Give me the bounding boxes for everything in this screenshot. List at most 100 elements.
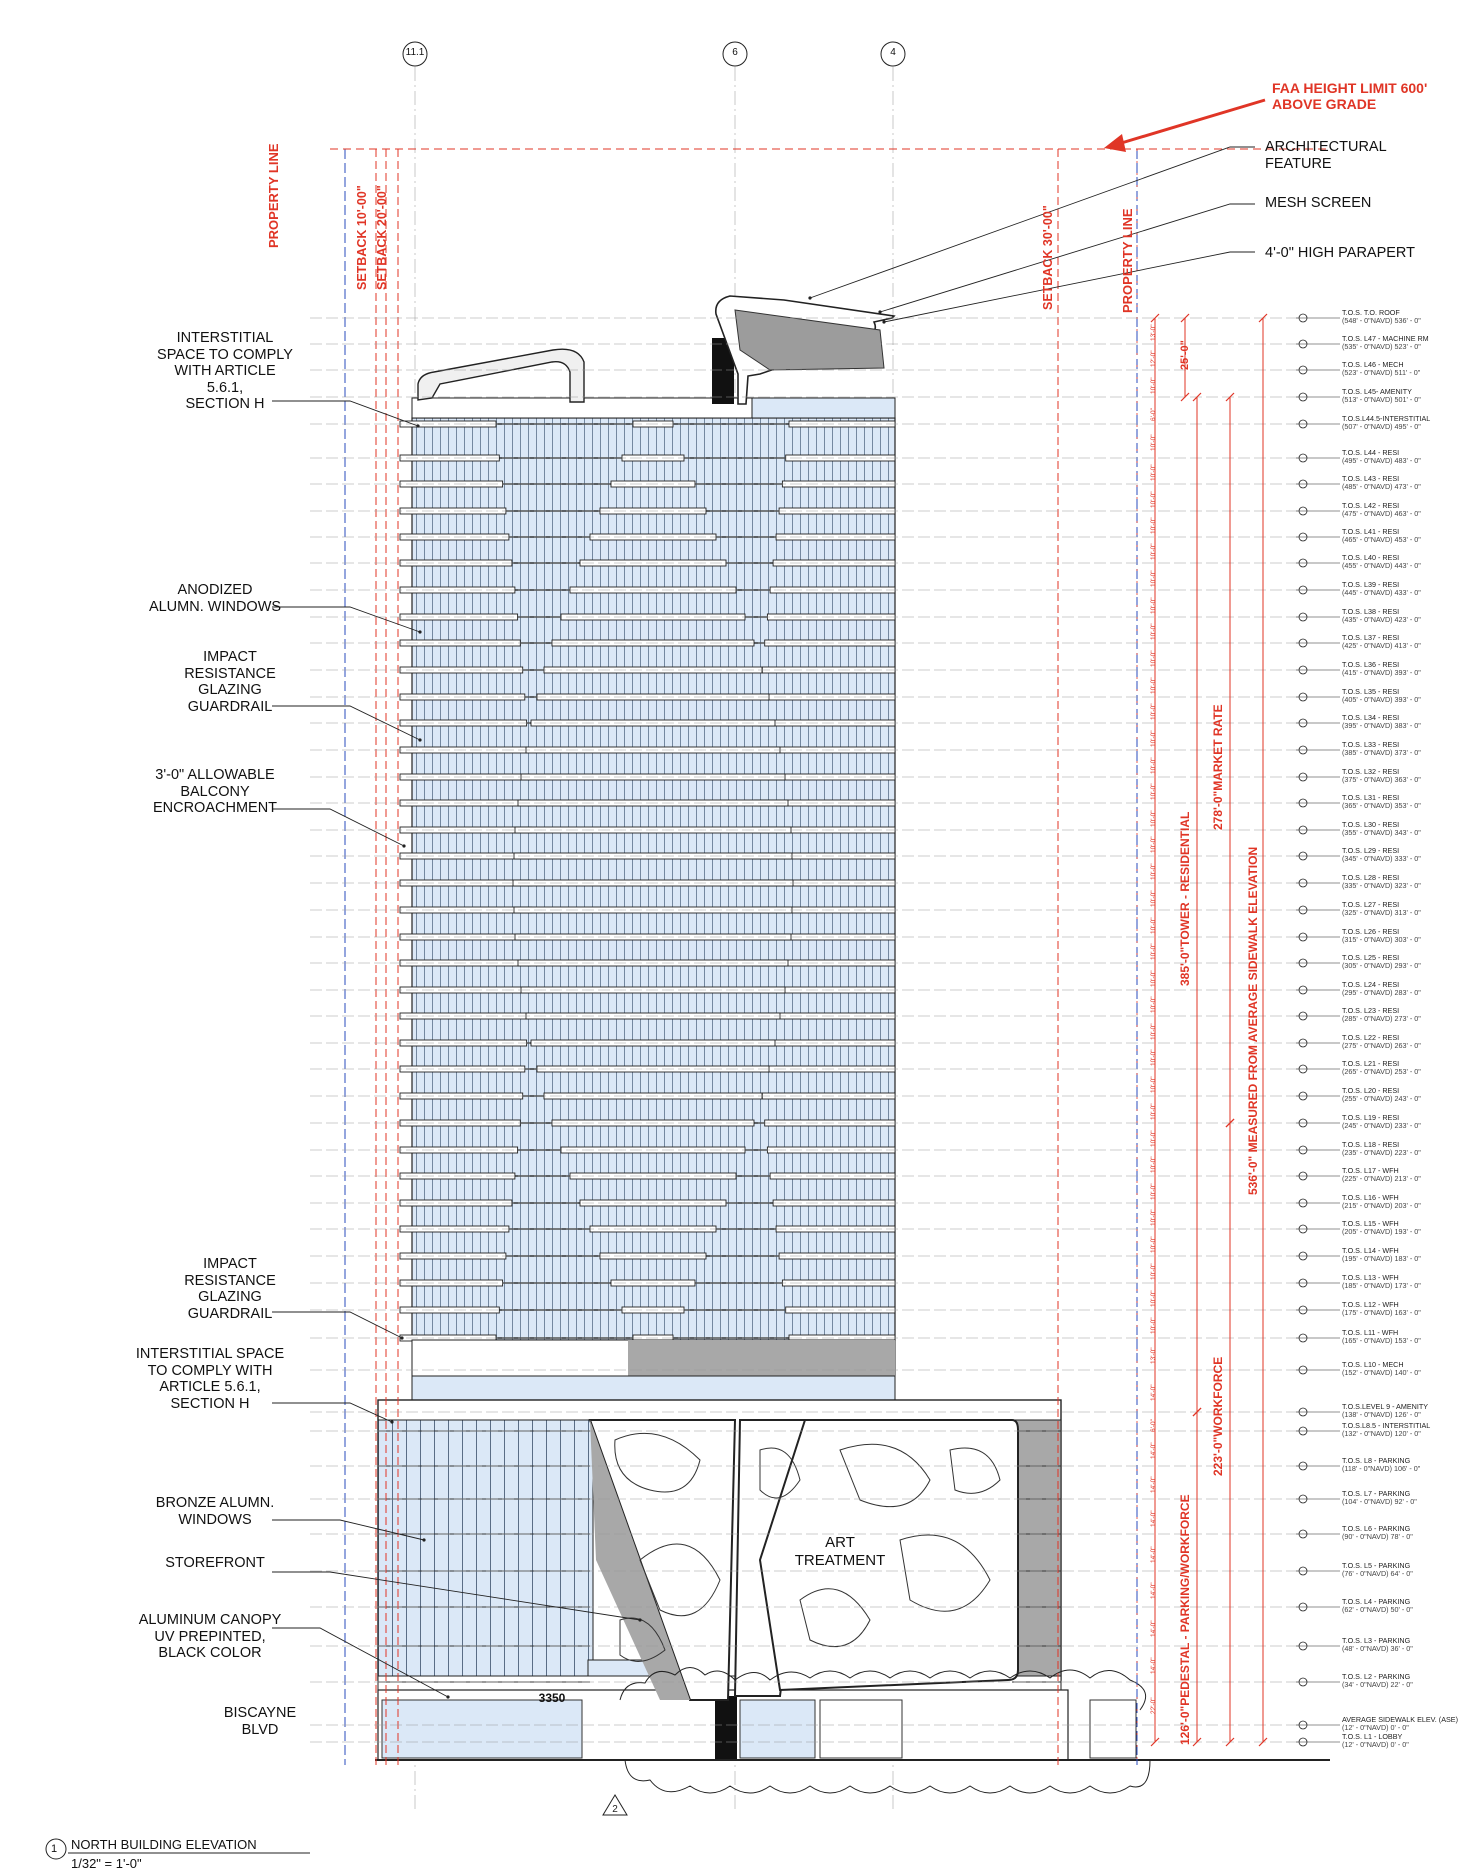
- level-elevation: (295' - 0"NAVD) 283' - 0": [1342, 988, 1421, 998]
- level-label: T.O.S. L1 - LOBBY(12' - 0"NAVD) 0' - 0": [1342, 1732, 1409, 1750]
- leader-dot: [418, 738, 422, 742]
- level-name: T.O.S. L19 - RESI: [1342, 1113, 1400, 1122]
- level-elevation: (325' - 0"NAVD) 313' - 0": [1342, 908, 1421, 918]
- level-elevation: (195' - 0"NAVD) 183' - 0": [1342, 1254, 1421, 1264]
- level-label: T.O.S. L11 - WFH(165' - 0"NAVD) 153' - 0…: [1342, 1328, 1421, 1346]
- level-label: T.O.S. L13 - WFH(185' - 0"NAVD) 173' - 0…: [1342, 1273, 1421, 1291]
- dim-workforce: 223'-0"WORKFORCE: [1211, 1356, 1225, 1476]
- level-label: T.O.S. L20 - RESI(255' - 0"NAVD) 243' - …: [1342, 1086, 1421, 1104]
- level-name: T.O.S. L22 - RESI: [1342, 1033, 1400, 1042]
- floor-height-dim: 14'-0": [1150, 1441, 1157, 1459]
- art-treatment-label: ART TREATMENT: [794, 1534, 886, 1569]
- callout-impact-guardrail-upper: IMPACT RESISTANCE GLAZING GUARDRAIL: [184, 649, 276, 715]
- floor-height-dim: 14'-0": [1150, 1582, 1157, 1599]
- leader-line-8: [272, 1627, 449, 1698]
- roof-structures: [411, 295, 896, 419]
- level-elevation: (76' - 0"NAVD) 64' - 0": [1342, 1569, 1413, 1579]
- floor-height-dim: 10'-0": [1150, 1262, 1157, 1280]
- floor-height-dim: 10'-0": [1150, 543, 1157, 560]
- level-label: T.O.S. L36 - RESI(415' - 0"NAVD) 393' - …: [1342, 660, 1421, 678]
- level-label: T.O.S. L39 - RESI(445' - 0"NAVD) 433' - …: [1342, 580, 1421, 598]
- art-treatment-panels: [588, 1419, 1019, 1701]
- level-name: T.O.S. L14 - WFH: [1342, 1246, 1399, 1255]
- level-label: T.O.S. L16 - WFH(215' - 0"NAVD) 203' - 0…: [1342, 1193, 1421, 1211]
- dim-tower-residential: 385'-0"TOWER - RESIDENTIAL: [1178, 811, 1192, 986]
- street-trees-outline: [619, 1667, 1147, 1711]
- floor-height-dim: 14'-0": [1150, 1545, 1157, 1563]
- level-name: T.O.S. L17 - WFH: [1342, 1166, 1399, 1175]
- title-block: [45, 1838, 310, 1860]
- level-elevation: (265' - 0"NAVD) 253' - 0": [1342, 1067, 1421, 1077]
- leader-dot: [400, 1336, 404, 1340]
- floor-height-dim: 10'-0": [1150, 996, 1157, 1013]
- floor-height-dim: 13'-0": [1150, 324, 1157, 341]
- level-label: T.O.S. L12 - WFH(175' - 0"NAVD) 163' - 0…: [1342, 1300, 1421, 1318]
- dim-tick: [1192, 392, 1202, 402]
- callout-bronze-windows: BRONZE ALUMN. WINDOWS: [155, 1495, 275, 1528]
- floor-height-dim: 10'-0": [1150, 1102, 1157, 1120]
- level-name: T.O.S. L21 - RESI: [1342, 1059, 1400, 1068]
- level-name: T.O.S. L25 - RESI: [1342, 953, 1400, 962]
- level-elevation: (245' - 0"NAVD) 233' - 0": [1342, 1121, 1421, 1131]
- level-label: T.O.S. L25 - RESI(305' - 0"NAVD) 293' - …: [1342, 953, 1421, 971]
- level-name: T.O.S. L20 - RESI: [1342, 1086, 1400, 1095]
- level-elevation: (152' - 0"NAVD) 140' - 0": [1342, 1368, 1421, 1378]
- level-name: T.O.S. L30 - RESI: [1342, 820, 1400, 829]
- callout-leaders: [272, 146, 1255, 1699]
- property-line-label-right: PROPERTY LINE: [1120, 208, 1135, 313]
- floor-height-dim: 10'-0": [1150, 1075, 1157, 1093]
- floor-height-dim: 10'-0": [1150, 809, 1157, 827]
- callout-architectural-feature: ARCHITECTURAL FEATURE: [1265, 139, 1387, 172]
- level-elevation: (225' - 0"NAVD) 213' - 0": [1342, 1174, 1421, 1184]
- level-name: T.O.S. L10 - MECH: [1342, 1360, 1404, 1369]
- level-name: T.O.S. L11 - WFH: [1342, 1328, 1399, 1337]
- level-name: T.O.S. L37 - RESI: [1342, 633, 1400, 642]
- dim-market-rate: 278'-0"MARKET RATE: [1211, 704, 1225, 830]
- floor-height-dim: 10'-0": [1150, 916, 1157, 934]
- level-elevation: (205' - 0"NAVD) 193' - 0": [1342, 1227, 1421, 1237]
- level-name: T.O.S. L31 - RESI: [1342, 793, 1400, 802]
- level-name: T.O.S. L29 - RESI: [1342, 846, 1400, 855]
- dim-tick: [1180, 313, 1190, 323]
- level-label: T.O.S. T.O. ROOF(548' - 0"NAVD) 536' - 0…: [1342, 308, 1421, 326]
- floor-height-dim: 10'-0": [1150, 623, 1157, 640]
- level-elevation: (507' - 0"NAVD) 495' - 0": [1342, 422, 1421, 432]
- leader-line-6: [272, 1519, 425, 1541]
- level-elevation: (513' - 0"NAVD) 501' - 0": [1342, 395, 1421, 405]
- level-elevation: (90' - 0"NAVD) 78' - 0": [1342, 1532, 1413, 1542]
- level-label: T.O.S.L44.5-INTERSTITIAL(507' - 0"NAVD) …: [1342, 414, 1431, 432]
- dim-tick: [1225, 392, 1235, 402]
- level-name: T.O.S.L44.5-INTERSTITIAL: [1342, 414, 1431, 423]
- section-marker: 2: [602, 1794, 628, 1816]
- leader-line-9: [809, 146, 1255, 299]
- address-number: 3350: [538, 1691, 566, 1705]
- level-elevation: (345' - 0"NAVD) 333' - 0": [1342, 854, 1421, 864]
- leader-line-7: [272, 1571, 641, 1621]
- floor-height-dim: 10'-0": [1150, 1235, 1157, 1253]
- dim-tick: [1258, 313, 1268, 323]
- level-name: T.O.S. L26 - RESI: [1342, 927, 1400, 936]
- level-label: T.O.S. L40 - RESI(455' - 0"NAVD) 443' - …: [1342, 553, 1421, 571]
- level-name: T.O.S. L38 - RESI: [1342, 607, 1400, 616]
- floor-height-dim: 22'-0": [1150, 1696, 1157, 1714]
- leader-line-4: [272, 1311, 403, 1339]
- level-label: T.O.S. L18 - RESI(235' - 0"NAVD) 223' - …: [1342, 1140, 1421, 1158]
- level-elevation: (523' - 0"NAVD) 511' - 0": [1342, 368, 1421, 378]
- level-label: T.O.S. L26 - RESI(315' - 0"NAVD) 303' - …: [1342, 927, 1421, 945]
- leader-dot: [422, 1538, 426, 1542]
- level-label: T.O.S. L14 - WFH(195' - 0"NAVD) 183' - 0…: [1342, 1246, 1421, 1264]
- level-elevation: (62' - 0"NAVD) 50' - 0": [1342, 1605, 1413, 1615]
- callout-interstitial-pedestal: INTERSTITIAL SPACE TO COMPLY WITH ARTICL…: [135, 1346, 285, 1412]
- level-name: T.O.S. L15 - WFH: [1342, 1219, 1399, 1228]
- callout-balcony-encroachment: 3'-0" ALLOWABLE BALCONY ENCROACHMENT: [152, 767, 278, 816]
- level-elevation: (445' - 0"NAVD) 433' - 0": [1342, 588, 1421, 598]
- floor-height-dim: 10'-0": [1150, 889, 1157, 907]
- level-label: T.O.S. L2 - PARKING(34' - 0"NAVD) 22' - …: [1342, 1672, 1413, 1690]
- level-elevation: (465' - 0"NAVD) 453' - 0": [1342, 535, 1421, 545]
- level-elevation: (385' - 0"NAVD) 373' - 0": [1342, 748, 1421, 758]
- leader-dot: [878, 310, 882, 314]
- level-label: T.O.S. L28 - RESI(335' - 0"NAVD) 323' - …: [1342, 873, 1421, 891]
- setback-10-label: SETBACK 10'-00": [355, 185, 369, 290]
- level-label: T.O.S. L24 - RESI(295' - 0"NAVD) 283' - …: [1342, 980, 1421, 998]
- floor-height-dim: 10'-0": [1150, 756, 1157, 774]
